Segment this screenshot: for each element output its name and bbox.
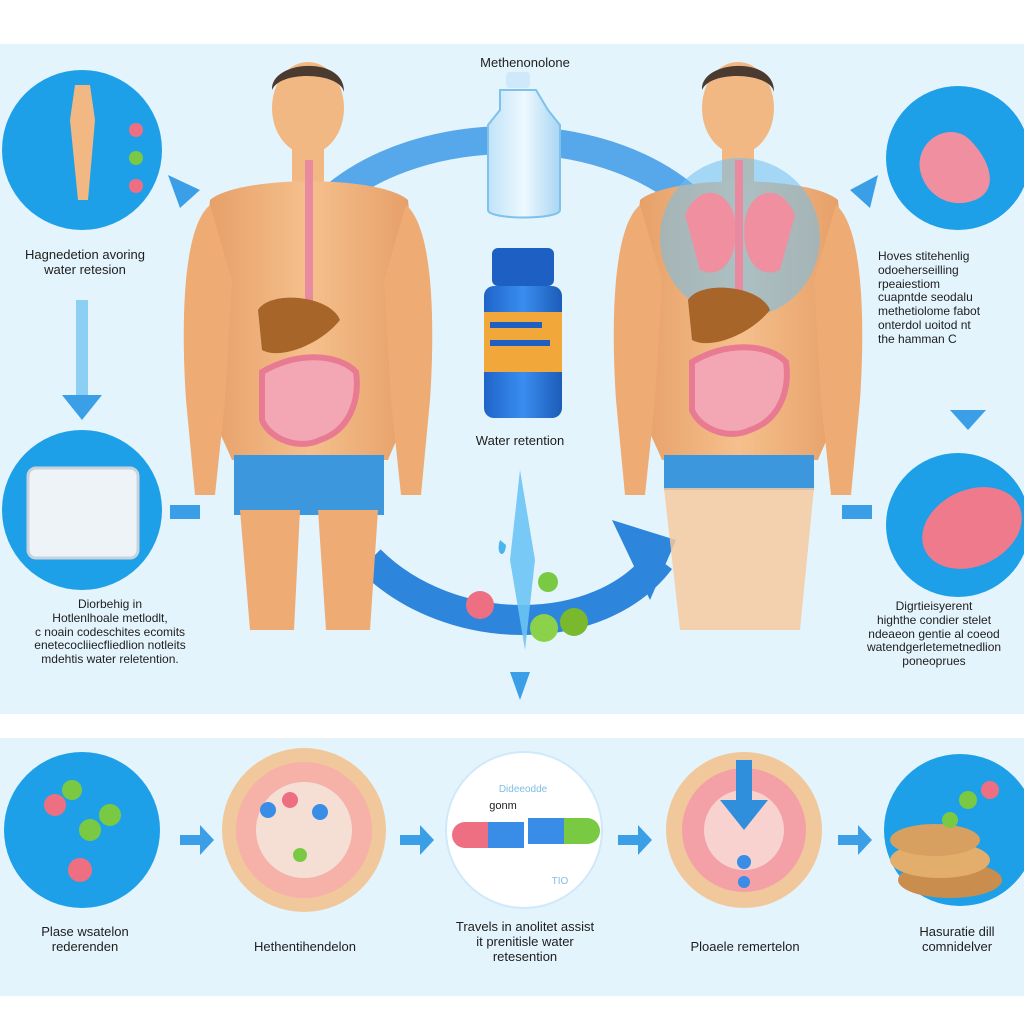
- top-title: Methenonolone: [480, 55, 570, 70]
- right-pill-circle: [886, 453, 1024, 597]
- step-circle-5: [884, 754, 1024, 906]
- step-arrows: [180, 825, 872, 855]
- left-top-circle: [2, 70, 162, 230]
- step-4-label: Ploaele remertelon: [690, 939, 800, 954]
- step-3-badge: Dideeodde: [498, 784, 548, 795]
- left-body-figure: [183, 62, 433, 630]
- step-2-label: Hethentihendelon: [254, 939, 356, 954]
- cycle-arrowhead: [612, 520, 676, 600]
- step-circle-3: [445, 751, 603, 909]
- pill-jar: [484, 248, 562, 418]
- center-label: Water retention: [475, 433, 565, 448]
- water-drops: [466, 470, 588, 650]
- right-stomach-circle: [886, 86, 1024, 230]
- side-arrows: [62, 175, 986, 700]
- water-bottle: [487, 72, 561, 219]
- step-3-foot: TIO: [551, 876, 569, 887]
- step-3-sub: gonm: [489, 800, 517, 812]
- step-circle-2: [222, 748, 386, 912]
- left-blister-circle: [2, 430, 162, 590]
- step-circle-4: [666, 752, 822, 908]
- step-circle-1: [4, 752, 160, 908]
- right-body-figure: [613, 62, 863, 630]
